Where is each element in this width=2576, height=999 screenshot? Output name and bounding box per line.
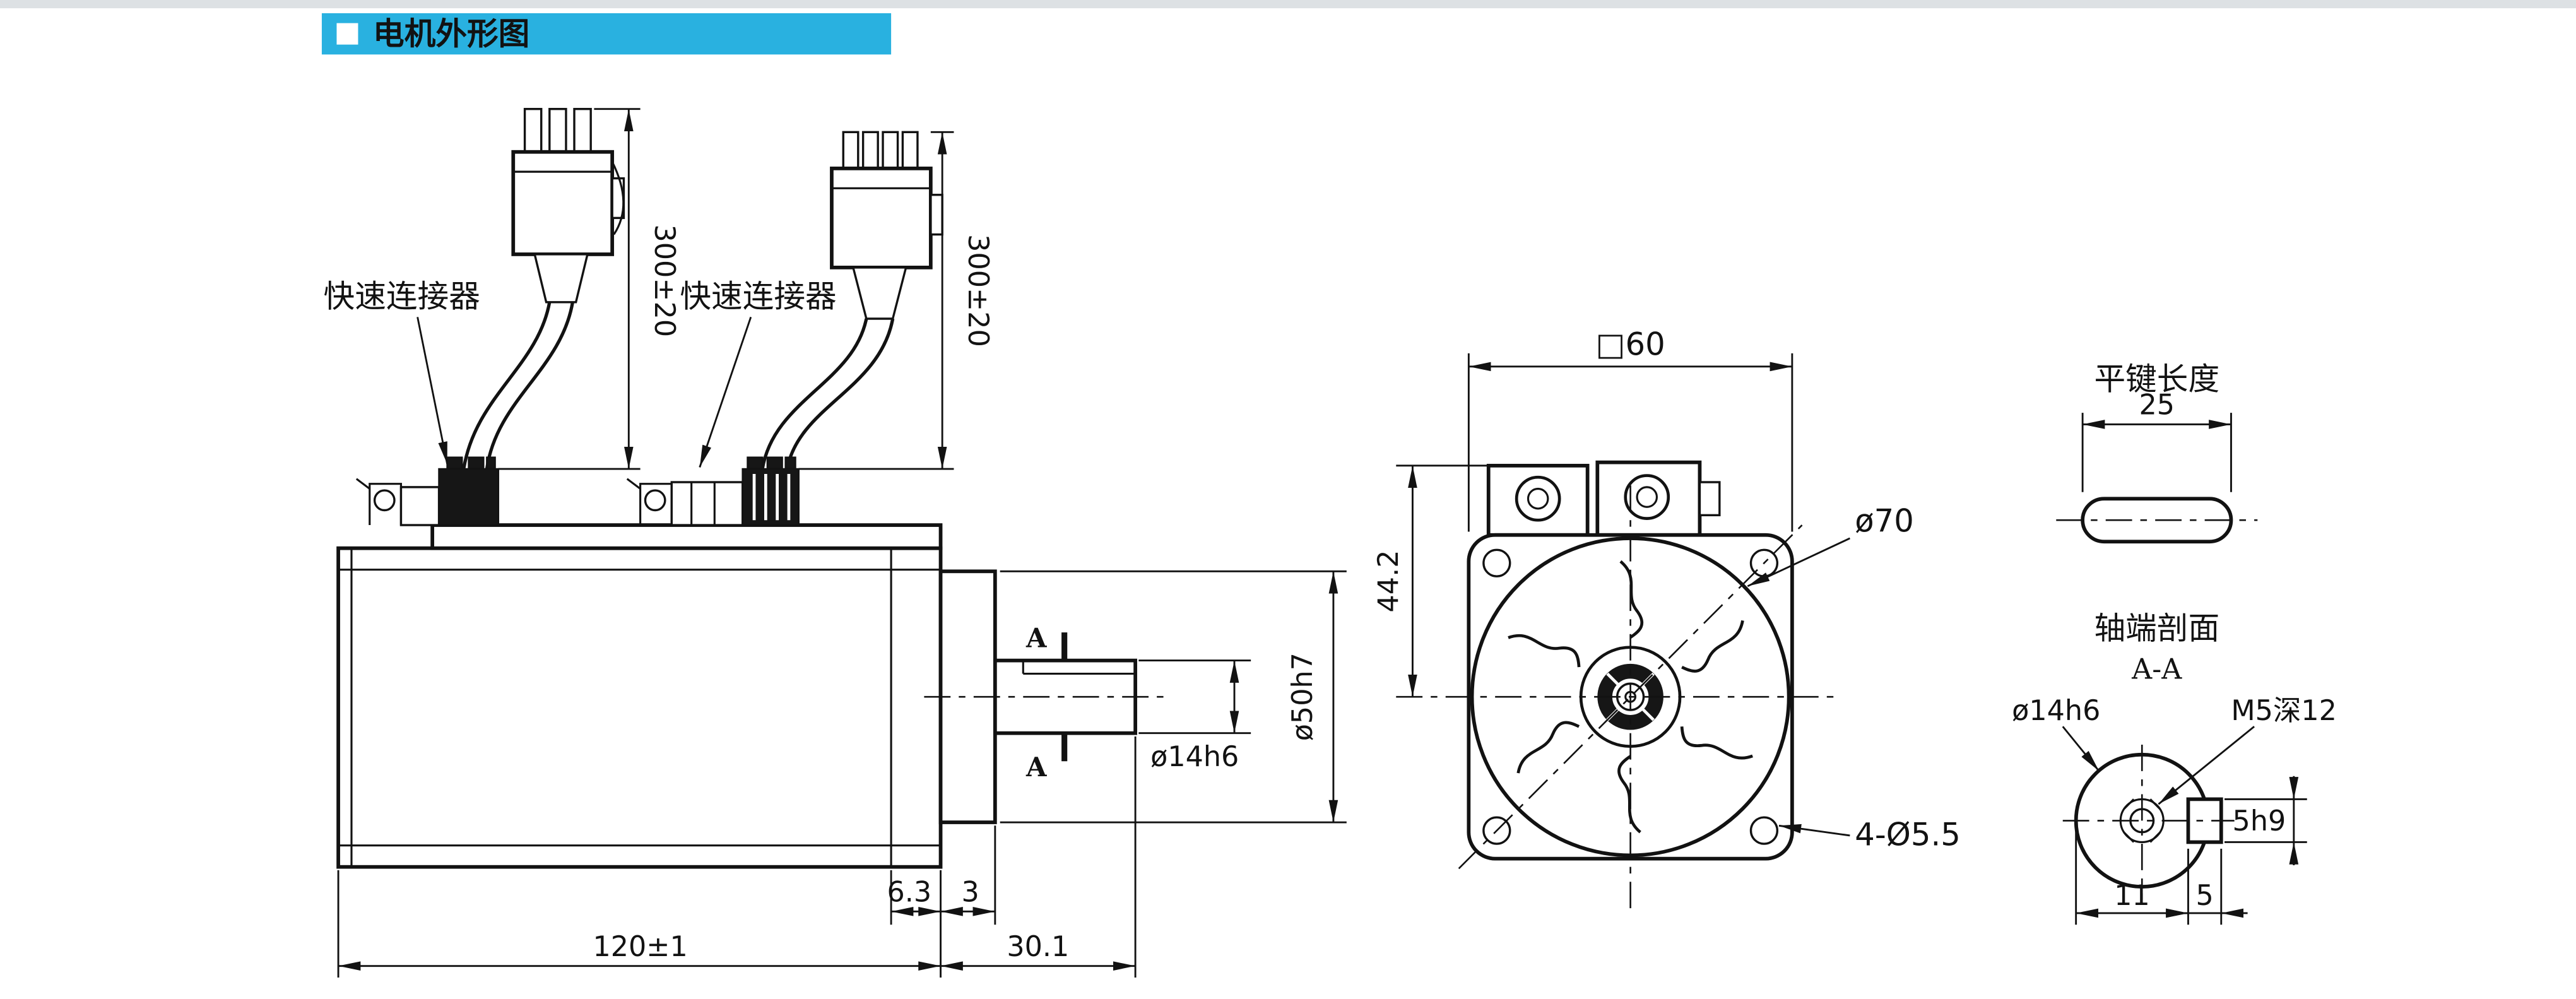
dim-connector-height: 44.2	[1373, 464, 1492, 697]
power-cable	[760, 318, 868, 470]
key-length-title: 平键长度	[2094, 360, 2219, 397]
quick-connector-callout-1: 快速连接器	[324, 278, 480, 464]
leader-line	[2158, 726, 2255, 805]
shaft-diameter-label: ø14h6	[1150, 741, 1239, 773]
mount-holes-label: 4-Ø5.5	[1855, 817, 1961, 853]
connector-mount-strip	[430, 523, 943, 550]
quick-connector-plug-2	[830, 131, 943, 320]
shaft-section-view: 轴端剖面 A-A ø14h6 M5深12	[2012, 610, 2337, 925]
motor-body	[336, 523, 943, 869]
cable-clip-2	[644, 489, 666, 512]
motor-connector-assembly-1	[355, 456, 500, 526]
key-width-label: 5h9	[2233, 805, 2286, 837]
shaft	[993, 658, 1137, 735]
mount-holes-callout: 4-Ø5.5	[1778, 817, 1961, 853]
section-shaft-dia-label: ø14h6	[2012, 695, 2100, 727]
section-title: 电机外形图	[373, 16, 529, 52]
leader-line	[417, 317, 449, 464]
key-length-label: 25	[2139, 389, 2175, 422]
body-length-label: 120±1	[593, 931, 687, 963]
tap-label: M5深12	[2231, 695, 2337, 727]
power-cable	[785, 318, 895, 470]
keyway-depth-label: 11	[2114, 880, 2150, 912]
quick-connector-plug-1	[511, 107, 625, 304]
dim-front-step: 6.3	[887, 870, 942, 978]
dim-frame-size: □60	[1467, 326, 1793, 532]
square-bullet-icon	[336, 23, 358, 45]
pilot-height-label: 3	[961, 877, 979, 909]
pilot-diameter-label: ø50h7	[1287, 653, 1319, 741]
cables	[462, 302, 895, 470]
quick-connector-label-2: 快速连接器	[680, 278, 836, 315]
pilot-circle-callout: ø70	[1747, 503, 1914, 588]
encoder-cable	[462, 302, 552, 470]
dim-cable-length-1: 300±20	[498, 108, 680, 470]
key-thickness-label: 5	[2195, 880, 2213, 912]
section-cut-marks: A A	[1025, 623, 1068, 783]
shaft-length-label: 30.1	[1007, 931, 1069, 963]
section-letter-top: A	[1025, 623, 1047, 654]
page-top-strip	[0, 0, 2576, 9]
cable-length-1-label: 300±20	[648, 224, 680, 337]
section-shaft-dia-callout: ø14h6	[2012, 695, 2100, 772]
dim-shaft-diameter: ø14h6	[1138, 659, 1251, 773]
dim-cable-length-2: 300±20	[798, 131, 994, 470]
dim-pilot-height: 3	[940, 825, 996, 925]
dim-key-thickness: 5	[2165, 848, 2248, 925]
tap-callout: M5深12	[2158, 695, 2337, 805]
key-length-view: 平键长度 25	[2056, 360, 2258, 544]
connector-height-label: 44.2	[1373, 550, 1405, 613]
section-letter-bottom: A	[1025, 752, 1047, 783]
dim-keyway-depth: 11	[2075, 829, 2189, 925]
cable-length-2-label: 300±20	[962, 234, 994, 347]
section-name: A-A	[2131, 653, 2182, 685]
frame-size-label: □60	[1596, 326, 1665, 363]
front-connector-blocks	[1486, 460, 1721, 537]
dim-pilot-diameter: ø50h7	[1000, 570, 1347, 824]
mounting-hole	[1749, 816, 1779, 845]
leader-line	[1778, 824, 1850, 837]
dim-key-length: 25	[2081, 389, 2232, 492]
diagonal-centerline	[1458, 524, 1803, 870]
pilot-circle-label: ø70	[1855, 503, 1914, 540]
dim-body-length: 120±1	[337, 870, 941, 978]
motor-connector-assembly-2	[626, 456, 800, 526]
quick-connector-label-1: 快速连接器	[324, 278, 480, 315]
leader-line	[699, 316, 752, 468]
mounting-hole	[1482, 548, 1511, 577]
cable-clip-1	[373, 489, 396, 512]
motor-front-view: □60 44.2 ø70 4-Ø5.5	[1373, 326, 1961, 909]
dim-key-width: 5h9	[2224, 776, 2307, 866]
section-title-bar: 电机外形图	[321, 13, 892, 55]
front-step-label: 6.3	[887, 877, 932, 909]
encoder-cable	[485, 302, 574, 470]
section-title: 轴端剖面	[2094, 610, 2219, 647]
leader-line	[1747, 537, 1851, 588]
motor-side-view: A A 300±20 300±20 快速连接器 快速连接器	[324, 107, 1347, 978]
leader-line	[2062, 726, 2100, 772]
quick-connector-callout-2: 快速连接器	[680, 278, 837, 468]
dim-shaft-length: 30.1	[940, 736, 1137, 978]
